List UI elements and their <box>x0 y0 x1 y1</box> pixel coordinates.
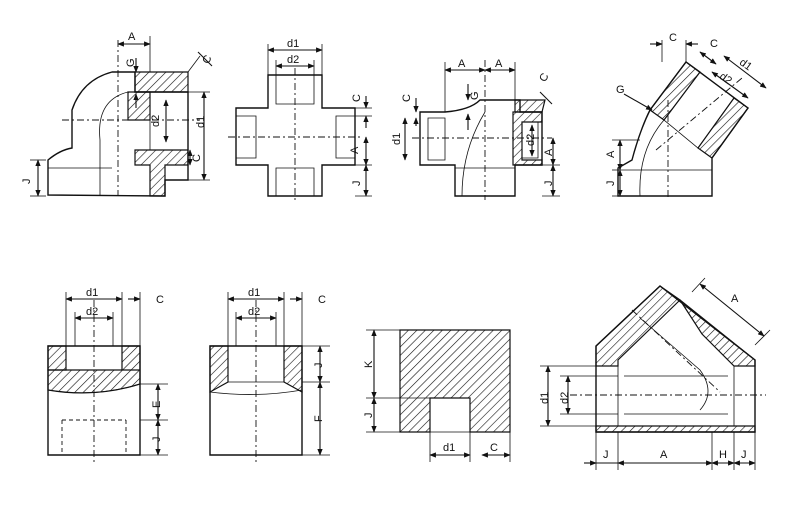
tee-drawing: A A C C G d1 d2 A J <box>391 58 560 200</box>
elbow-label-g: G <box>125 58 137 67</box>
plug-label-d1: d1 <box>443 442 455 454</box>
cap-label-j: J <box>313 363 325 369</box>
tee-label-a-right: A <box>495 58 503 70</box>
tee-label-c-right: C <box>537 71 551 84</box>
elbow45-label-d1: d1 <box>737 56 754 73</box>
elbow-label-d1: d1 <box>195 116 207 128</box>
lateral-label-a-diag: A <box>731 293 739 305</box>
coupling-drawing: d1 d2 C E J <box>47 287 168 462</box>
plug-block-drawing: K J d1 C <box>363 329 511 462</box>
tee-label-a-down: A <box>543 148 555 156</box>
tee-label-g: G <box>469 91 481 100</box>
cross-label-d2: d2 <box>287 54 299 66</box>
cap-label-d2: d2 <box>248 306 260 318</box>
lateral-label-d2: d2 <box>559 392 571 404</box>
tee-label-a-left: A <box>458 58 466 70</box>
coupling-label-d2: d2 <box>86 306 98 318</box>
elbow-label-j: J <box>21 179 33 185</box>
lateral-label-h: H <box>719 449 727 461</box>
elbow45-label-a: A <box>605 150 617 158</box>
coupling-label-e: E <box>151 401 163 408</box>
elbow45-label-d2: d2 <box>717 70 734 87</box>
cross-drawing: d1 d2 C A J <box>228 38 372 200</box>
cap-drawing: d1 d2 C J F <box>209 287 330 462</box>
elbow-label-a: A <box>128 31 136 43</box>
plug-label-c: C <box>490 442 498 454</box>
elbow45-label-c-left: C <box>669 32 677 44</box>
cap-label-f: F <box>313 415 325 422</box>
lateral-label-j-right: J <box>741 449 747 461</box>
plug-label-j: J <box>363 413 375 419</box>
coupling-label-d1: d1 <box>86 287 98 299</box>
elbow45-label-j: J <box>605 181 617 187</box>
cross-label-c: C <box>351 94 363 102</box>
lateral-tee-drawing: d1 d2 A J A H J <box>539 277 771 470</box>
cap-label-d1: d1 <box>248 287 260 299</box>
elbow45-label-c-right: C <box>710 38 718 50</box>
coupling-label-c: C <box>156 294 164 306</box>
plug-label-k: K <box>363 360 375 368</box>
cross-label-a: A <box>349 146 361 154</box>
tee-label-d2: d2 <box>525 134 537 146</box>
elbow45-label-g: G <box>616 84 625 96</box>
cross-label-j: J <box>351 181 363 187</box>
lateral-label-j-left: J <box>603 449 609 461</box>
tee-label-j: J <box>543 181 555 187</box>
elbow-45-drawing: C C d1 d2 G A J <box>605 32 767 200</box>
lateral-label-a-bottom: A <box>660 449 668 461</box>
tee-label-c-left: C <box>401 94 413 102</box>
lateral-label-d1: d1 <box>539 392 551 404</box>
tee-label-d1: d1 <box>391 133 403 145</box>
coupling-label-j: J <box>151 437 163 443</box>
elbow-90-drawing: A G C d2 d1 C J <box>21 31 215 197</box>
elbow-label-c-top: C <box>200 53 214 66</box>
elbow-label-d2: d2 <box>150 115 162 127</box>
elbow-label-c-side: C <box>191 154 203 162</box>
cross-label-d1: d1 <box>287 38 299 50</box>
cap-label-c: C <box>318 294 326 306</box>
